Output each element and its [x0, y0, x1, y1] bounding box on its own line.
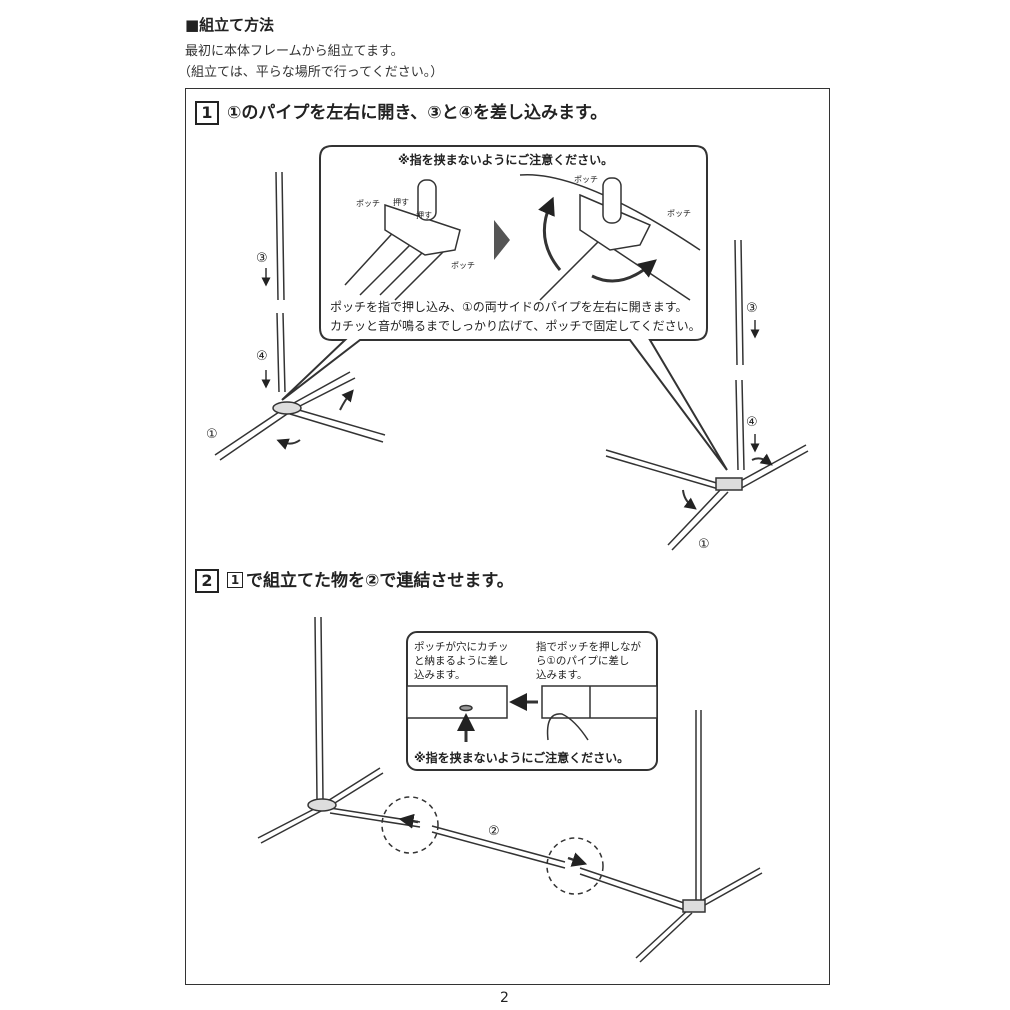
step1-heading: 1 ①のパイプを左右に開き、③と④を差し込みます。	[195, 98, 607, 125]
warning-text: ※指を挟まないようにご注意ください。	[414, 750, 629, 765]
label-potch: ポッチ	[356, 199, 380, 208]
inset-left-line: と納まるように差し	[414, 654, 509, 667]
inset-right-line: 指でポッチを押しなが	[536, 640, 641, 653]
instruction-line2: カチッと音が鳴るまでしっかり広げて、ポッチで固定してください。	[330, 318, 701, 333]
callout-step1	[281, 145, 728, 471]
intro-note: （組立ては、平らな場所で行ってください。）	[178, 65, 444, 80]
inset-left-line: ポッチが穴にカチッ	[414, 640, 509, 653]
label-potch: ポッチ	[667, 209, 691, 218]
label-potch: ポッチ	[574, 175, 598, 184]
inset-right-line: ら①のパイプに差し	[536, 654, 629, 667]
label-push: 押す	[416, 210, 432, 220]
inset-right-line: 込みます。	[536, 669, 587, 681]
assembled-frame-step2	[257, 616, 763, 963]
label-pipe-4: ④	[746, 415, 758, 430]
stand-left-step1	[214, 171, 386, 461]
label-pipe-3: ③	[256, 251, 268, 266]
step-ref: 1	[227, 572, 243, 588]
step-number: 2	[195, 569, 219, 593]
instruction-frame	[185, 88, 830, 985]
inset-step2	[406, 631, 658, 771]
step-number: 1	[195, 101, 219, 125]
label-pipe-1: ①	[206, 427, 218, 442]
section-title: ■組立て方法	[185, 16, 275, 34]
label-pipe-3: ③	[746, 301, 758, 316]
intro-text: 最初に本体フレームから組立てます。	[185, 44, 404, 59]
label-push: 押す	[393, 197, 409, 207]
instruction-line1: ポッチを指で押し込み、①の両サイドのパイプを左右に開きます。	[330, 299, 688, 314]
stand-right-step1	[605, 239, 809, 551]
page-number: 2	[500, 990, 509, 1006]
step2-text: で組立てた物を②で連結させます。	[246, 571, 514, 591]
label-pipe-4: ④	[256, 349, 268, 364]
step1-text: ①のパイプを左右に開き、③と④を差し込みます。	[227, 103, 608, 123]
warning-text: ※指を挟まないようにご注意ください。	[398, 152, 613, 167]
inset-left-line: 込みます。	[414, 669, 465, 681]
label-pipe-2: ②	[488, 824, 500, 839]
label-potch: ポッチ	[451, 261, 475, 270]
label-pipe-1: ①	[698, 537, 710, 552]
